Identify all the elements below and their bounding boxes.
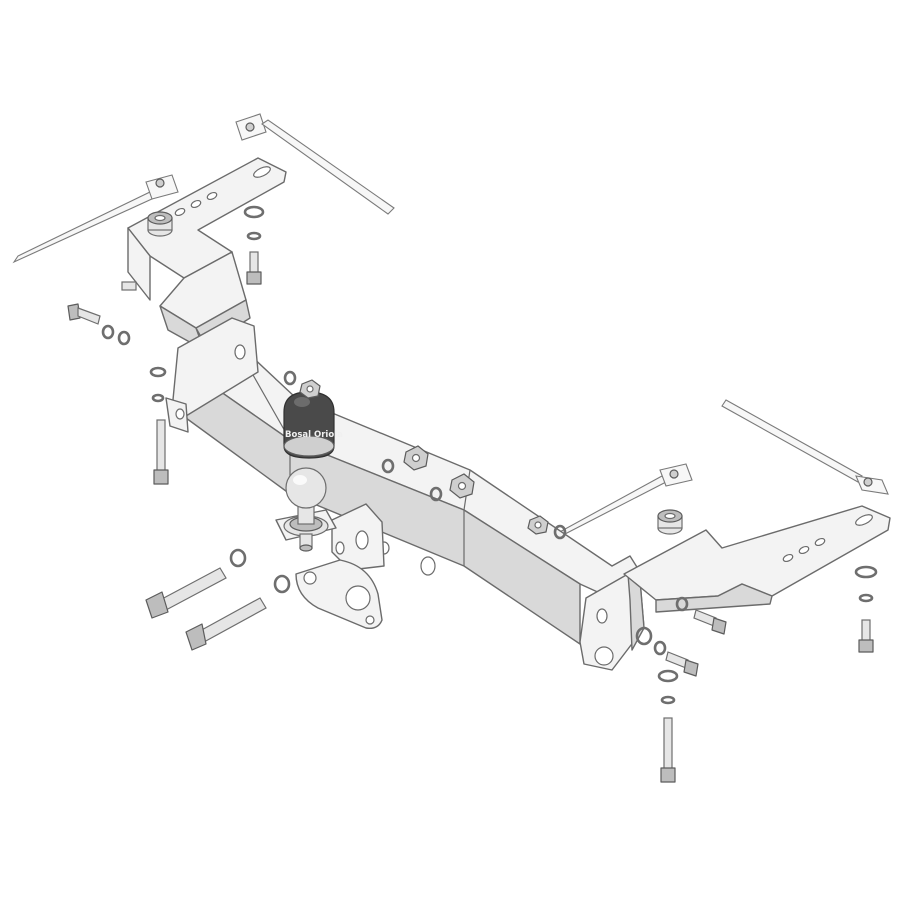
nut-center-1	[403, 445, 429, 471]
nut-top	[299, 379, 321, 399]
cable-tie-top-center	[235, 113, 395, 215]
nut-right	[527, 515, 549, 535]
horizontal-bolt-right-2	[665, 651, 699, 677]
cable-tie-far-right	[721, 399, 889, 495]
left-mounting-bracket	[121, 157, 287, 351]
vertical-bolt-top	[246, 251, 262, 285]
right-mounting-bracket	[623, 505, 891, 613]
horizontal-bolt-right-1	[693, 609, 727, 635]
cable-tie-top-left	[12, 174, 179, 264]
right-end-plate	[579, 573, 645, 671]
socket-mounting-plate	[295, 559, 383, 630]
washer-set	[101, 205, 878, 705]
nut-center-2	[449, 473, 475, 499]
horizontal-bolt-left	[67, 303, 101, 325]
ball-cap-label: Bosal Oriola	[285, 430, 343, 440]
towbar-crossbar	[177, 337, 641, 645]
long-bolt-1	[145, 567, 227, 619]
tow-ball-cap: Bosal Oriola	[283, 391, 343, 459]
nut-set	[299, 379, 549, 535]
vertical-bolt-left	[153, 419, 169, 485]
vertical-bolt-right	[858, 619, 874, 653]
tow-ball-assembly	[275, 467, 385, 571]
long-bolt-2	[185, 597, 267, 651]
vertical-bolt-bottom	[660, 717, 676, 783]
left-end-plate	[165, 317, 259, 433]
